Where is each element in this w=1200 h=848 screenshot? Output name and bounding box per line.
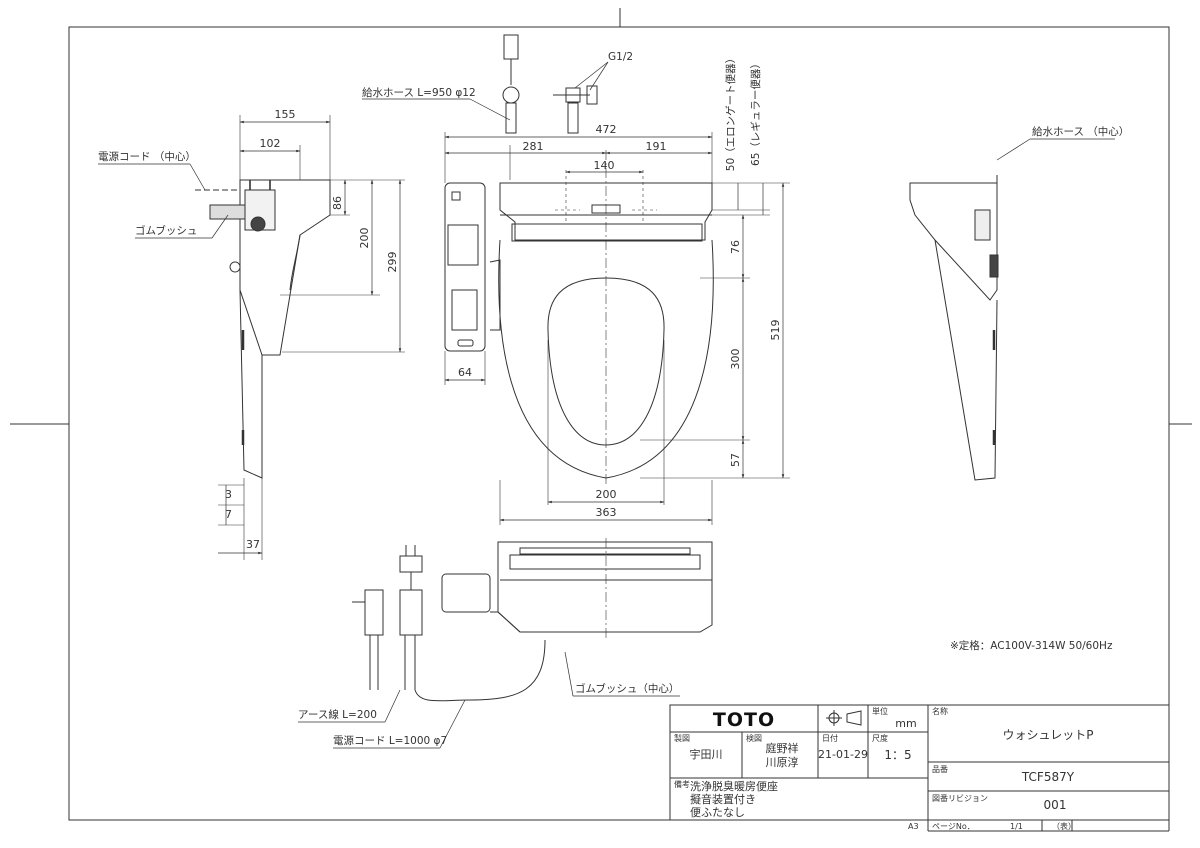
right-leaders [996, 138, 1115, 161]
date-label: 日付 [822, 733, 838, 743]
label-rating: ※定格：AC100V-314W 50/60Hz [950, 639, 1113, 652]
page-suffix: （表） [1052, 821, 1076, 831]
dim-64: 64 [458, 366, 472, 379]
dim-140: 140 [594, 159, 615, 172]
top-leaders [362, 61, 609, 121]
label-power-cord: 電源コード L=1000 φ7 [333, 734, 447, 747]
label-g12: G1/2 [608, 51, 633, 63]
inspect-label: 検図 [746, 733, 762, 743]
inspect-value-1: 庭野祥 [766, 741, 799, 755]
dim-200-top: 200 [596, 488, 617, 501]
unit-value: mm [895, 717, 916, 730]
note-3: 便ふたなし [690, 806, 745, 819]
scale-value: 1：5 [884, 748, 911, 762]
note-2: 擬音装置付き [690, 792, 756, 806]
name-label: 名称 [932, 706, 948, 716]
dim-102: 102 [260, 137, 281, 150]
notes-label: 備考 [674, 779, 690, 789]
paper-size: A3 [908, 822, 919, 831]
front-leaders [298, 651, 680, 749]
dim-299: 299 [386, 252, 399, 273]
note-1: 洗浄脱臭暖房便座 [690, 779, 778, 793]
dim-37: 37 [246, 538, 260, 551]
water-valve-parts [502, 34, 598, 134]
dim-363: 363 [596, 506, 617, 519]
right-side-view [909, 175, 999, 481]
dim-76: 76 [729, 240, 742, 254]
dim-65-regular: 65（レギュラー便器） [749, 58, 762, 166]
label-power-cord-center: 電源コード （中心） [98, 150, 196, 163]
dim-281: 281 [523, 140, 544, 153]
unit-label: 単位 [872, 706, 888, 716]
front-view [352, 538, 713, 702]
left-leaders [98, 163, 229, 239]
page-label: ページNo． [932, 822, 975, 831]
revision-value: 001 [1044, 798, 1067, 812]
label-earth-wire: アース線 L=200 [298, 708, 377, 721]
dim-7: 7 [225, 508, 232, 521]
label-rubber-bush: ゴムブッシュ [135, 224, 197, 237]
revision-label: 図番リビジョン [932, 793, 988, 803]
model-label: 品番 [932, 764, 948, 774]
label-water-hose: 給水ホース L=950 φ12 [362, 86, 476, 99]
sheet-frame [10, 8, 1192, 821]
date-value: 21-01-29 [818, 748, 868, 761]
dim-57: 57 [729, 453, 742, 467]
dim-300: 300 [729, 349, 742, 370]
model-value: TCF587Y [1021, 770, 1075, 784]
top-view-dimensions [444, 135, 785, 522]
dim-191: 191 [646, 140, 667, 153]
scale-label: 尺度 [872, 733, 888, 743]
product-name: ウォシュレットP [1003, 728, 1094, 742]
left-side-view [195, 115, 405, 560]
dim-472: 472 [596, 123, 617, 136]
page-value: 1/1 [1010, 822, 1023, 831]
dim-155: 155 [275, 108, 296, 121]
label-water-hose-center: 給水ホース （中心） [1032, 125, 1129, 138]
dim-519: 519 [769, 320, 782, 341]
manufacture-value: 宇田川 [690, 748, 723, 761]
manufacture-label: 製図 [674, 733, 690, 743]
top-view [444, 132, 790, 525]
label-rubber-bush-center: ゴムブッシュ（中心） [575, 682, 679, 695]
left-side-dimensions [218, 120, 402, 555]
dim-200-side: 200 [358, 228, 371, 249]
dim-50-elongate: 50（エロンゲート便器） [724, 53, 737, 171]
title-block [669, 704, 1170, 832]
toto-logo: TOTO [713, 709, 775, 731]
inspect-value-2: 川原淳 [766, 755, 799, 769]
dim-86: 86 [331, 196, 344, 210]
dim-3: 3 [225, 488, 232, 501]
